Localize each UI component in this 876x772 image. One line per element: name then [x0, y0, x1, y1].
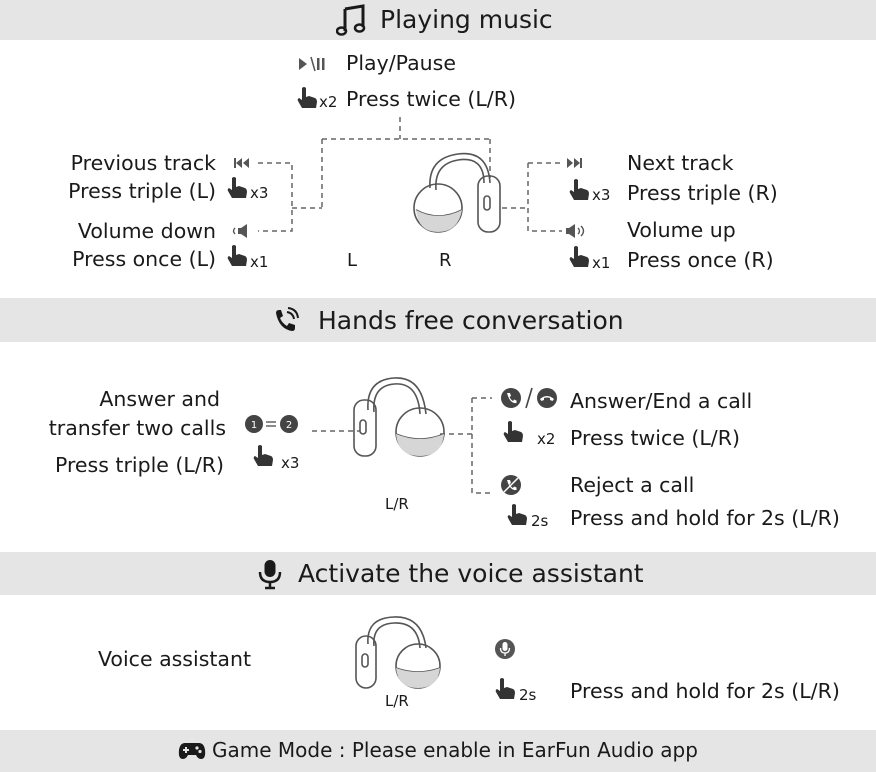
volume-down-count: x1 — [250, 253, 269, 271]
volume-up-label: Volume up — [627, 218, 736, 242]
finger-tap-icon — [503, 421, 523, 442]
previous-track-label: Previous track — [70, 151, 216, 175]
calls-header-bar: Hands free conversation — [0, 298, 876, 342]
volume-up-action: Press once (R) — [627, 248, 774, 272]
microphone-icon — [258, 560, 282, 590]
music-header-bar: Playing music — [0, 0, 876, 40]
game-mode-bar: Game Mode : Please enable in EarFun Audi… — [0, 730, 876, 772]
next-track-action: Press triple (R) — [627, 181, 778, 205]
earbuds-illustration-calls — [353, 377, 445, 457]
reject-call-label: Reject a call — [570, 473, 695, 497]
left-earbud-label: L — [347, 250, 358, 271]
play-pause-count: x2 — [319, 93, 338, 111]
phone-icon — [276, 307, 299, 331]
volume-down-label: Volume down — [77, 219, 216, 243]
game-mode-text: Game Mode : Please enable in EarFun Audi… — [212, 738, 698, 762]
next-track-count: x3 — [592, 186, 611, 204]
answer-end-call-icon — [501, 387, 557, 409]
volume-up-icon — [566, 224, 585, 238]
play-pause-label: Play/Pause — [346, 51, 456, 75]
voice-header-bar: Activate the voice assistant — [0, 552, 876, 595]
next-track-label: Next track — [627, 151, 734, 175]
volume-up-count: x1 — [592, 254, 611, 272]
voice-assistant-label: Voice assistant — [98, 647, 251, 671]
voice-mic-icon — [495, 639, 515, 659]
calls-side-label: L/R — [385, 495, 409, 513]
transfer-calls-action: Press triple (L/R) — [54, 453, 224, 477]
finger-tap-icon — [569, 179, 589, 200]
play-pause-action: Press twice (L/R) — [346, 87, 516, 111]
voice-side-label: L/R — [385, 692, 409, 710]
call-switch-icon: 1 2 — [245, 415, 298, 433]
voice-section-title: Activate the voice assistant — [298, 559, 644, 588]
reject-call-action: Press and hold for 2s (L/R) — [570, 506, 840, 530]
finger-tap-icon — [253, 445, 273, 466]
voice-assistant-action: Press and hold for 2s (L/R) — [570, 679, 840, 703]
volume-down-action: Press once (L) — [72, 247, 216, 271]
right-earbud-label: R — [439, 250, 452, 271]
finger-tap-icon — [227, 245, 247, 266]
calls-section-title: Hands free conversation — [318, 306, 624, 335]
finger-tap-icon — [507, 504, 527, 525]
previous-track-count: x3 — [250, 184, 269, 202]
music-section-title: Playing music — [380, 5, 553, 34]
reject-call-count: 2s — [531, 512, 549, 530]
play-pause-icon — [299, 56, 325, 72]
next-track-icon — [567, 158, 582, 168]
transfer-calls-line1: Answer and — [99, 387, 220, 411]
svg-text:1: 1 — [251, 420, 257, 431]
finger-tap-icon — [495, 678, 515, 699]
finger-tap-icon — [569, 246, 589, 267]
previous-track-icon — [234, 158, 249, 168]
earbuds-illustration-music — [413, 152, 501, 233]
transfer-calls-line2: transfer two calls — [48, 416, 226, 440]
answer-call-action: Press twice (L/R) — [570, 426, 740, 450]
finger-tap-icon — [297, 87, 317, 108]
answer-call-count: x2 — [537, 430, 556, 448]
music-note-icon — [336, 4, 366, 36]
volume-down-icon — [232, 224, 247, 238]
finger-tap-icon — [227, 177, 247, 198]
answer-call-label: Answer/End a call — [570, 389, 753, 413]
transfer-calls-count: x3 — [281, 454, 300, 472]
earbuds-illustration-voice — [355, 616, 441, 689]
voice-assistant-count: 2s — [519, 686, 537, 704]
previous-track-action: Press triple (L) — [68, 179, 216, 203]
svg-text:2: 2 — [286, 420, 292, 431]
reject-call-icon — [501, 475, 521, 495]
gamepad-icon — [178, 743, 206, 759]
